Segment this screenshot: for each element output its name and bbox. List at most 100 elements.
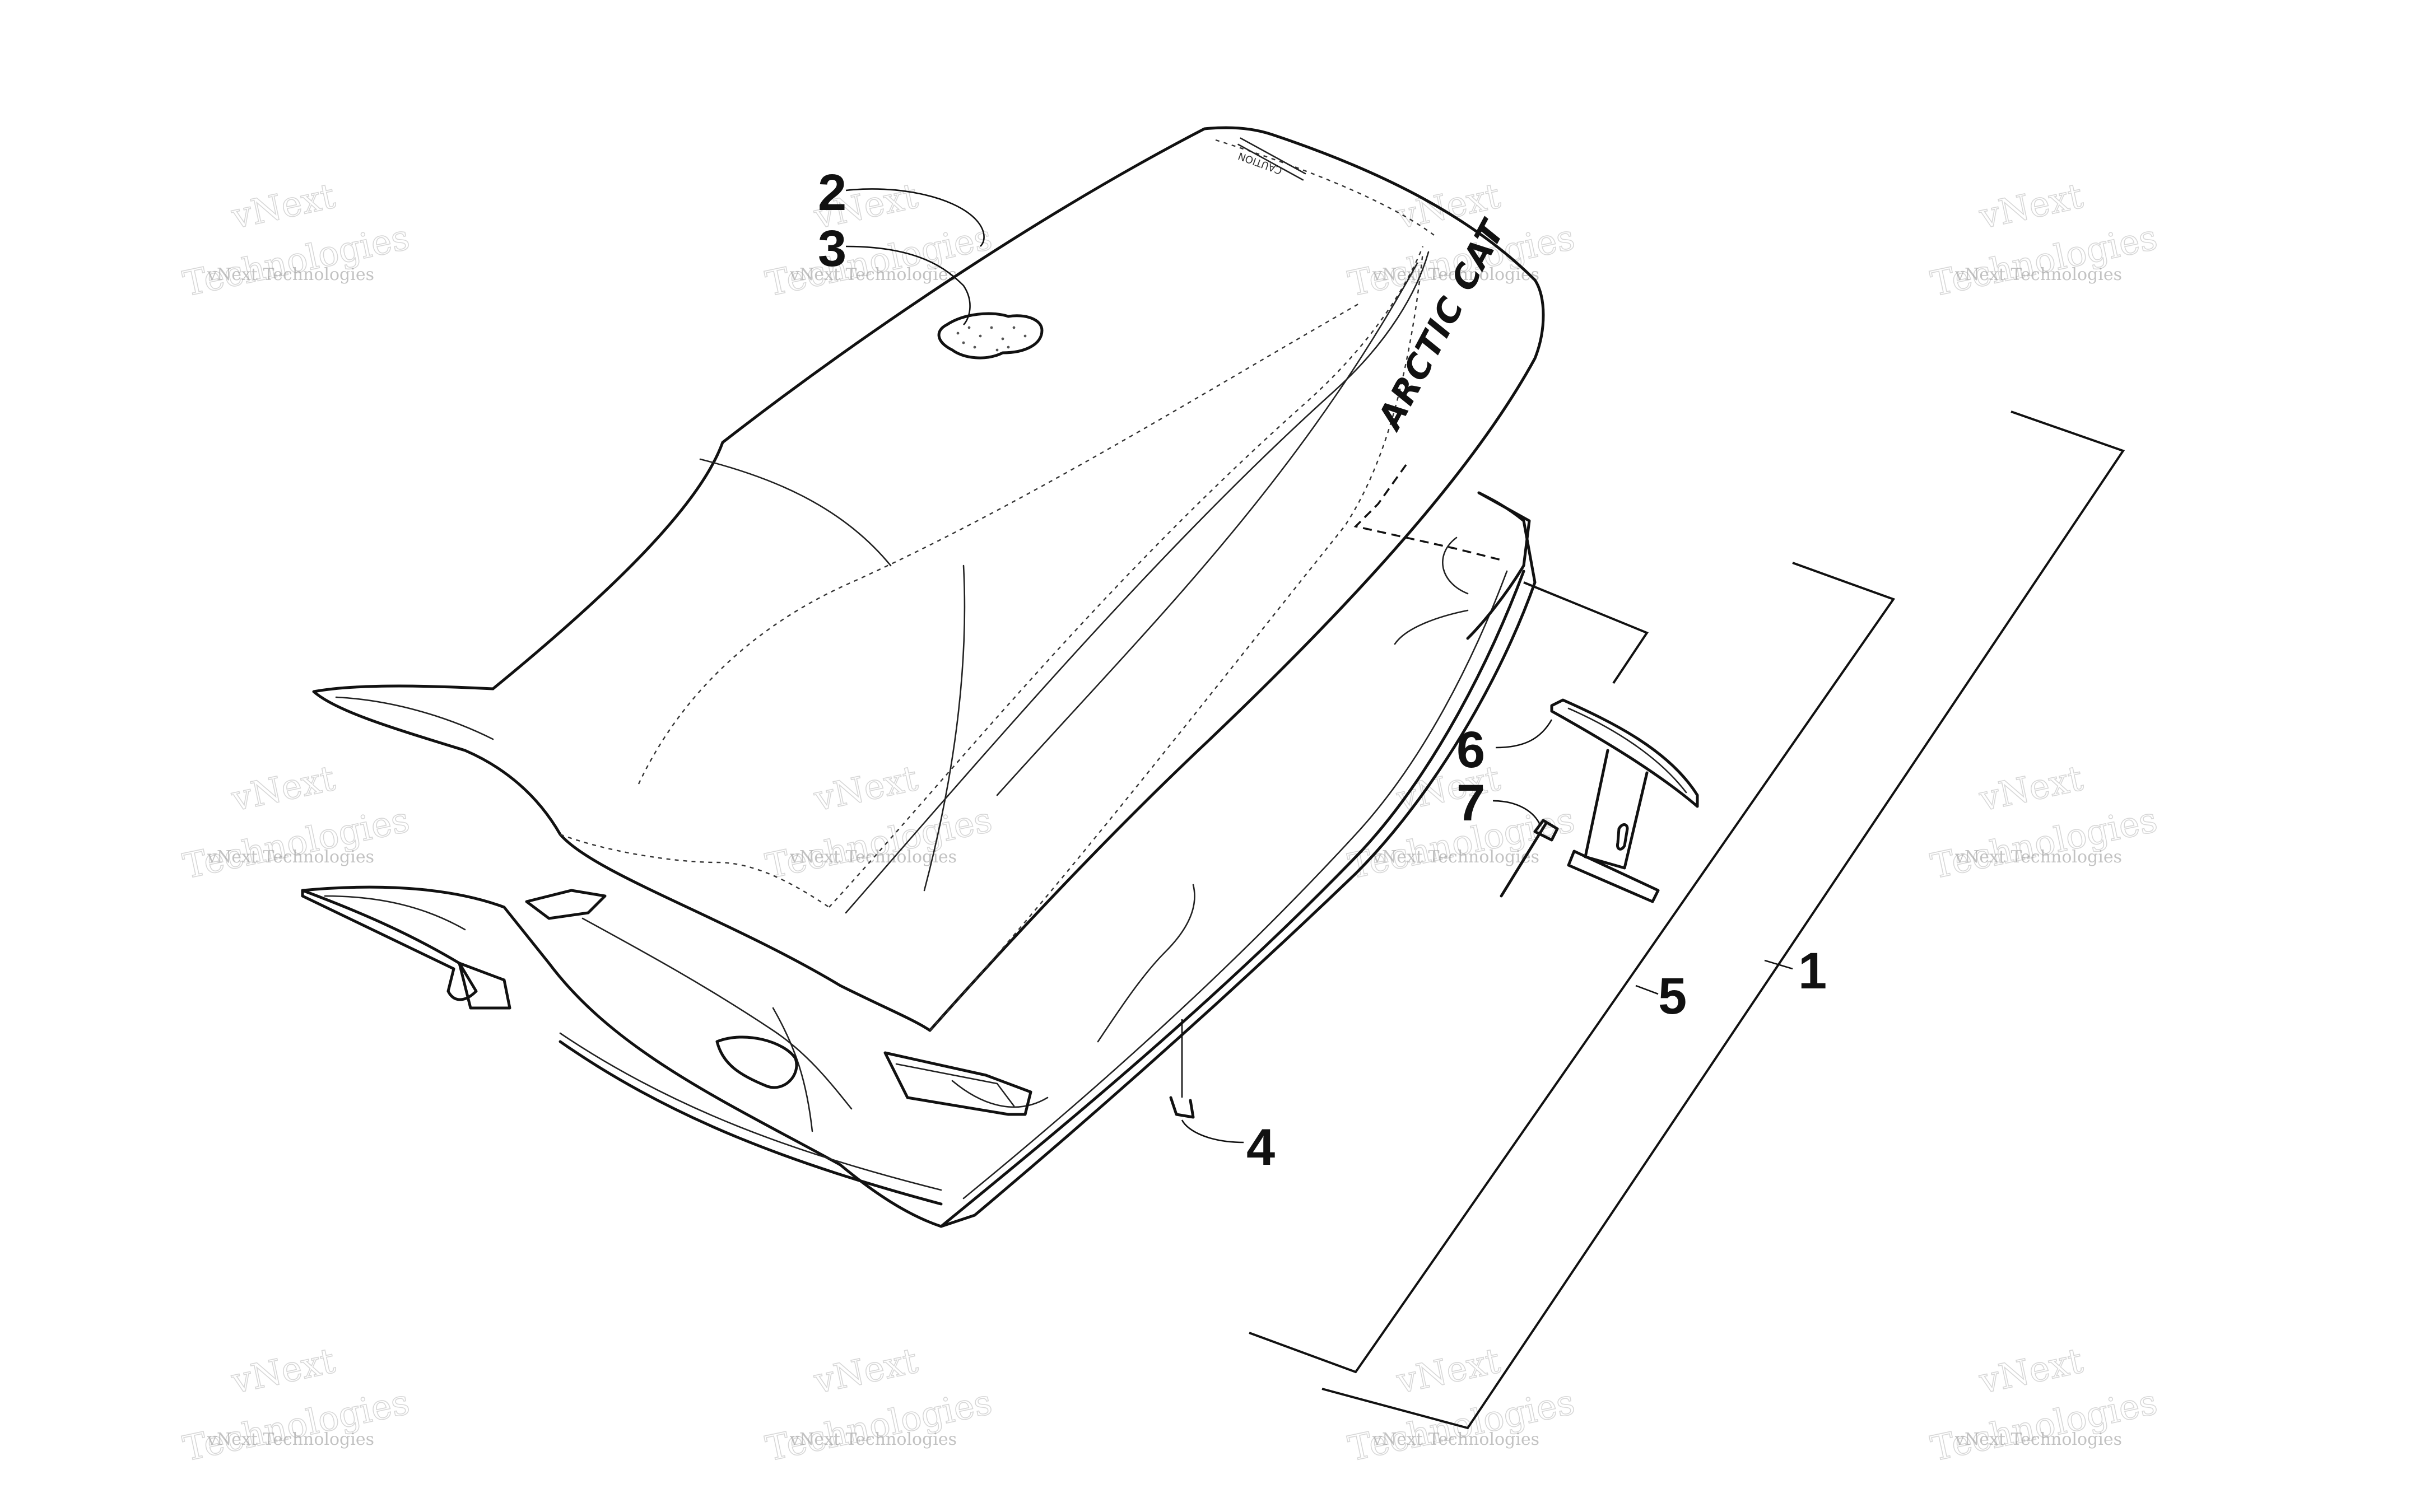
- watermark-big-1: vNext: [1393, 1340, 1504, 1402]
- seat-base-fold: [1394, 609, 1469, 645]
- seat-cushion-seam: [929, 251, 1424, 1031]
- bracket-slot: [1616, 823, 1629, 851]
- watermark-text: vNext Technologies: [1954, 1430, 2122, 1449]
- decal-dot: [1001, 337, 1004, 340]
- decal-dot: [973, 346, 976, 349]
- seat-base-right-rail: [939, 570, 1525, 1228]
- watermark-text: vNext Technologies: [1372, 1430, 1539, 1449]
- leader-lines: [845, 188, 1793, 1144]
- leader-2: [845, 188, 985, 247]
- leader-7: [1492, 800, 1542, 827]
- watermark-big-2: Technologies: [762, 799, 995, 887]
- watermark-big-1: vNext: [1975, 1340, 2086, 1402]
- leader-1: [1764, 959, 1793, 970]
- decal-dot: [956, 332, 960, 335]
- bracket-foot: [1567, 850, 1660, 903]
- callout-6: 6: [1456, 721, 1485, 778]
- watermark-text: vNext Technologies: [789, 265, 957, 284]
- seat-base-bottom-rail: [559, 1040, 943, 1206]
- leader-5: [1635, 984, 1659, 995]
- callout-1: 1: [1798, 942, 1827, 1000]
- seat-cushion-hidden-line: [1353, 464, 1502, 561]
- seat-base-right-rail-inner: [962, 570, 1508, 1200]
- watermark-text: vNext Technologies: [1954, 265, 2122, 284]
- part-3-decal: [937, 312, 1044, 360]
- part-4-clip: [1169, 1096, 1195, 1119]
- leader-6: [1495, 719, 1553, 749]
- seat-base-grab-opening: [883, 1051, 1032, 1116]
- decal-dot: [990, 326, 993, 329]
- seat-base-fold: [1097, 884, 1195, 1043]
- watermark-layer: vNext Technologies vNext Technologies vN…: [179, 175, 2161, 1469]
- watermark-text: vNext Technologies: [789, 847, 957, 867]
- seat-base-fold: [772, 1007, 813, 1132]
- watermark-text: vNext Technologies: [207, 847, 374, 867]
- seat-base-handle-slot: [715, 1035, 798, 1089]
- part-3-decal-texture: [956, 326, 1027, 352]
- callout-5: 5: [1658, 968, 1687, 1025]
- decal-dot: [1007, 346, 1010, 349]
- seat-base-front-lip: [301, 889, 478, 1001]
- watermark-text: vNext Technologies: [1954, 847, 2122, 867]
- seat-base-grab-opening-inner: [895, 1063, 1015, 1107]
- seat-base-outline: [301, 491, 1537, 1228]
- seat-base-bottom-rail-inner: [559, 1032, 942, 1191]
- seat-cushion-panel-line: [996, 262, 1418, 796]
- bracket-5: [1249, 562, 1896, 1374]
- bracket-upright: [1584, 749, 1649, 870]
- callout-7: 7: [1456, 774, 1485, 832]
- watermark-big-2: Technologies: [1927, 1382, 2161, 1469]
- seat-cushion-panel-line: [845, 251, 1430, 914]
- seat-base-fold: [951, 1080, 1049, 1108]
- rivet-head: [1533, 819, 1559, 842]
- seat-base-fold: [1442, 536, 1469, 595]
- leader-4: [1181, 1119, 1244, 1144]
- leader-3: [845, 245, 971, 325]
- watermark-big-2: Technologies: [1927, 799, 2161, 887]
- seat-base: [301, 491, 1537, 1228]
- clip-shape: [1169, 1096, 1195, 1119]
- seat-caution-label-lines: [1237, 137, 1306, 181]
- bracket-top-plate-inner: [1567, 707, 1687, 794]
- part-7-rivet: [1500, 819, 1559, 898]
- watermark-text: vNext Technologies: [1372, 847, 1539, 867]
- watermark-big-1: vNext: [227, 175, 338, 237]
- watermark-big-2: Technologies: [179, 1382, 413, 1469]
- watermark-big-2: Technologies: [1927, 217, 2161, 305]
- watermark-big-1: vNext: [1975, 758, 2086, 819]
- seat-cushion-front-nose-inner: [335, 696, 494, 740]
- decal-dot: [979, 334, 982, 338]
- decal-dot: [995, 348, 999, 352]
- seat-base-rear-flange: [1466, 491, 1531, 640]
- watermark-big-1: vNext: [1975, 175, 2086, 237]
- seat-cushion-crease: [923, 564, 966, 892]
- watermark-big-1: vNext: [227, 758, 338, 819]
- watermark-big-2: Technologies: [179, 217, 413, 305]
- watermark-text: vNext Technologies: [1372, 265, 1539, 284]
- watermark-big-1: vNext: [227, 1340, 338, 1402]
- seat-cushion-seam: [637, 301, 1362, 785]
- bracket-6-7: [1523, 581, 1649, 684]
- watermark-big-2: Technologies: [179, 799, 413, 887]
- decal-dot: [962, 341, 965, 344]
- seat-caution-label: CAUTION: [1236, 150, 1283, 176]
- watermark-text: vNext Technologies: [207, 265, 374, 284]
- callout-2: 2: [818, 164, 846, 221]
- seat-cushion-seam: [560, 833, 830, 908]
- seat-cushion-seam: [829, 246, 1424, 908]
- kit-brackets: [1249, 410, 2125, 1430]
- seat-base-bumper: [458, 962, 511, 1010]
- watermark-big-1: vNext: [810, 1340, 921, 1402]
- decal-dot: [967, 326, 971, 329]
- watermark-text: vNext Technologies: [207, 1430, 374, 1449]
- decal-dot: [1012, 326, 1016, 329]
- part-6-bracket: [1550, 698, 1699, 903]
- bracket-1: [1321, 410, 2125, 1430]
- watermark-big-2: Technologies: [762, 217, 995, 305]
- decal-dot: [1023, 334, 1027, 338]
- callout-4: 4: [1246, 1119, 1275, 1176]
- rivet-shaft: [1500, 822, 1548, 898]
- bracket-top-plate: [1550, 698, 1699, 808]
- callout-labels: 1 2 3 4 5 6 7: [818, 164, 1827, 1176]
